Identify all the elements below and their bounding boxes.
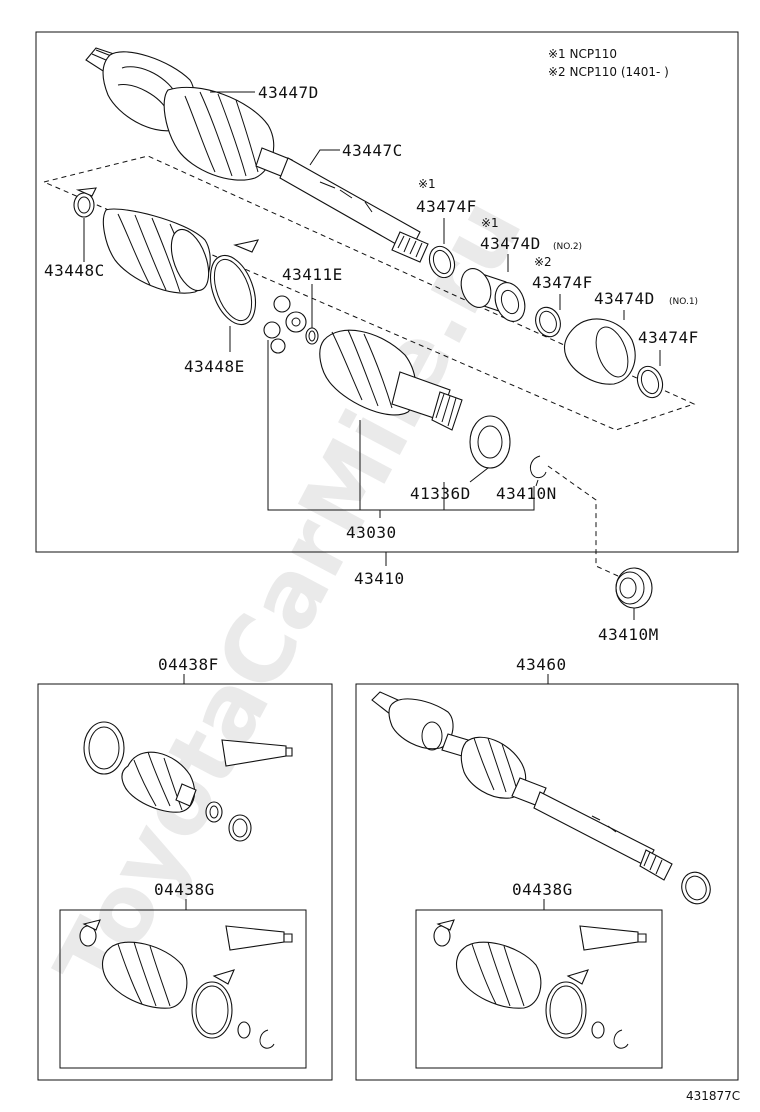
- damper-43474D-no1[interactable]: [563, 318, 636, 385]
- label-no1: (NO.1): [669, 297, 698, 307]
- label-04438G-right: 04438G: [512, 880, 573, 899]
- assembly-frame-43410: [35, 31, 739, 553]
- outer-joint-shaft-assembly[interactable]: [85, 47, 429, 263]
- label-43474D-no2: 43474D: [480, 234, 541, 253]
- ring-43460[interactable]: [677, 868, 714, 908]
- label-43447C: 43447C: [342, 141, 403, 160]
- ring-43474F-2[interactable]: [532, 304, 565, 340]
- label-43460: 43460: [516, 655, 567, 674]
- ring-43474F-1[interactable]: [425, 243, 458, 281]
- label-no2: (NO.2): [553, 242, 582, 252]
- boot-kit-04438G-left[interactable]: [79, 919, 293, 1049]
- assembly-frame-43460: [355, 683, 739, 1081]
- label-41336D: 41336D: [410, 484, 471, 503]
- mark-2: ※2: [534, 255, 552, 269]
- label-43474D-no1: 43474D: [594, 289, 655, 308]
- label-43474F-3: 43474F: [638, 328, 699, 347]
- mark-1b: ※1: [481, 216, 499, 230]
- note-ncp110-1401: ※2 NCP110 (1401- ): [548, 65, 669, 79]
- boot-outer-kit[interactable]: [102, 208, 216, 296]
- snap-ring-43410N[interactable]: [529, 455, 547, 479]
- label-04438F: 04438F: [158, 655, 219, 674]
- damper-43474D-no2[interactable]: [456, 264, 530, 325]
- inner-joint-43030[interactable]: [319, 329, 463, 431]
- label-43447D: 43447D: [258, 83, 319, 102]
- mark-1a: ※1: [418, 177, 436, 191]
- label-43410M: 43410M: [598, 625, 659, 644]
- diagram-code: 431877C: [686, 1089, 740, 1103]
- ring-43474F-3[interactable]: [633, 363, 666, 401]
- dust-seal-41336D[interactable]: [469, 415, 511, 469]
- label-43448C: 43448C: [44, 261, 105, 280]
- tripod-joint[interactable]: [263, 295, 307, 354]
- clamp-band-43448E[interactable]: [202, 239, 264, 331]
- label-43448E: 43448E: [184, 357, 245, 376]
- boot-kit-04438F[interactable]: [83, 721, 293, 842]
- kit-frame-04438F: [37, 683, 333, 1081]
- label-43410N: 43410N: [496, 484, 557, 503]
- label-43410: 43410: [354, 569, 405, 588]
- drive-shaft-43460[interactable]: [371, 691, 673, 881]
- boot-kit-04438G-right[interactable]: [433, 919, 647, 1049]
- kit-frame-04438G-right: [415, 909, 663, 1069]
- kit-frame-04438G-left: [59, 909, 307, 1069]
- clamp-43448C[interactable]: [73, 187, 97, 218]
- label-43474F-2: 43474F: [532, 273, 593, 292]
- label-04438G-left: 04438G: [154, 880, 215, 899]
- label-43474F-1: 43474F: [416, 197, 477, 216]
- label-43411E: 43411E: [282, 265, 343, 284]
- boot-kit-outline: [42, 155, 696, 431]
- bearing-43410M[interactable]: [615, 567, 653, 609]
- note-ncp110: ※1 NCP110: [548, 47, 617, 61]
- label-43030: 43030: [346, 523, 397, 542]
- snap-ring-43411E[interactable]: [305, 327, 319, 345]
